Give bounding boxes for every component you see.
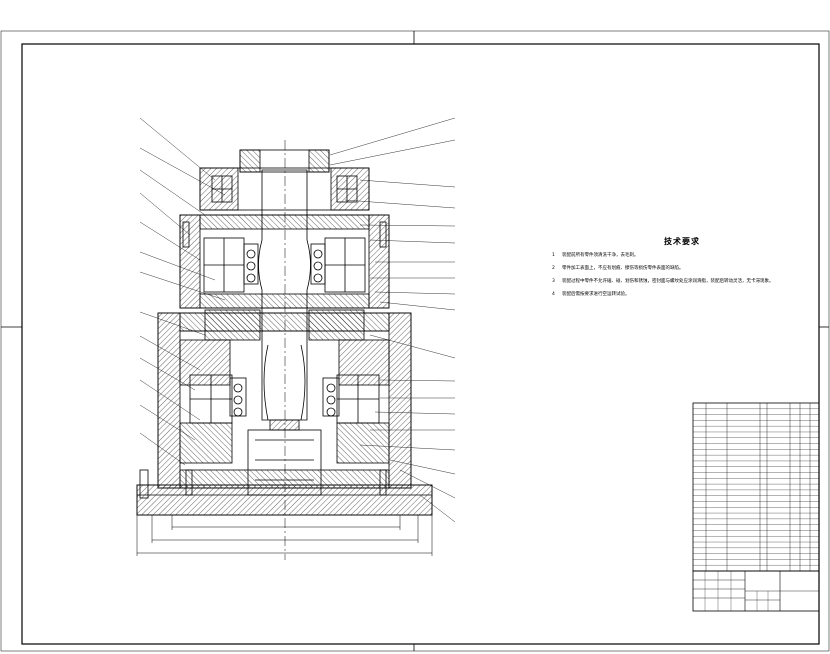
assembly-section-view bbox=[136, 140, 433, 560]
base-bolt-left bbox=[185, 469, 193, 496]
lower-left-bearing bbox=[179, 339, 247, 464]
upper-right-bearing bbox=[310, 237, 366, 293]
lift-handle bbox=[139, 469, 149, 499]
lower-left-flange bbox=[204, 309, 261, 341]
parts-list-rows bbox=[693, 408, 819, 566]
upper-housing bbox=[179, 214, 390, 309]
central-shaft bbox=[258, 169, 311, 431]
parts-list-table bbox=[692, 402, 820, 572]
output-hub bbox=[247, 429, 322, 496]
base-plate bbox=[136, 484, 433, 516]
lower-right-bearing bbox=[322, 339, 390, 464]
right-bolt bbox=[379, 221, 387, 248]
upper-left-bearing bbox=[203, 237, 259, 293]
top-coupling bbox=[199, 149, 370, 211]
left-bolt bbox=[182, 221, 190, 248]
lower-housing bbox=[157, 312, 412, 489]
title-block bbox=[692, 570, 820, 612]
drawing-frame bbox=[21, 43, 820, 645]
technical-requirements-title: 技术要求 bbox=[664, 237, 700, 246]
trim-border bbox=[0, 30, 830, 652]
lower-right-flange bbox=[308, 309, 365, 341]
base-bolt-right bbox=[379, 469, 387, 496]
dimension-lines bbox=[136, 515, 433, 556]
part-leaders-right bbox=[329, 117, 456, 523]
part-leaders-left bbox=[139, 117, 226, 466]
